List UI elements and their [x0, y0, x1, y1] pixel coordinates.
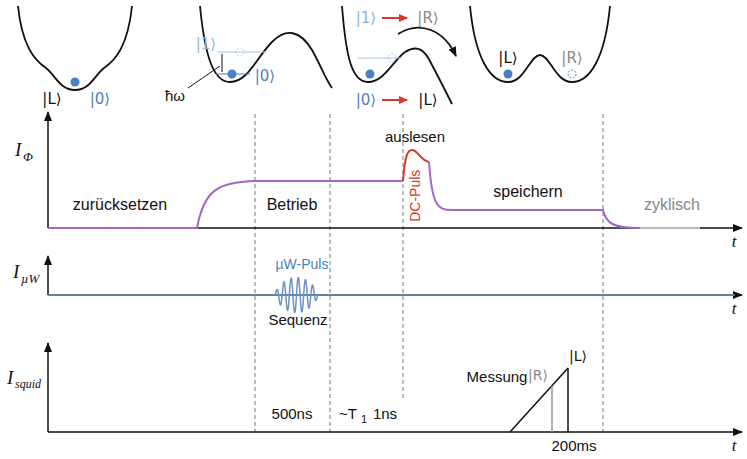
label: 1ns: [372, 406, 398, 423]
switch-line: [567, 368, 569, 432]
state-dot: [388, 54, 396, 62]
label: 1: [360, 413, 368, 425]
label: DC-Puls: [408, 169, 423, 223]
y-axis: [47, 343, 49, 432]
state-dot: [504, 70, 513, 79]
label: |L⟩: [417, 92, 438, 109]
label: µW: [20, 272, 40, 286]
label: |R⟩: [416, 10, 439, 27]
potential-well: [18, 6, 132, 90]
phase-separator: [255, 114, 256, 432]
label: zyklisch: [643, 196, 701, 214]
potential-well: [200, 6, 332, 88]
label: Messung: [466, 369, 529, 386]
label: I: [14, 140, 22, 161]
phase-separator: [403, 114, 404, 400]
microwave-baseline: [48, 294, 735, 295]
label: |0⟩: [89, 91, 111, 108]
label: 500ns: [271, 406, 314, 423]
y-axis: [47, 256, 49, 295]
potential-well: [342, 6, 452, 104]
axes: [48, 112, 742, 432]
potential-curves: [18, 6, 610, 104]
phase-separators: [255, 114, 603, 432]
state-dot: [71, 78, 80, 87]
cyclic-continuation: [640, 227, 700, 229]
state-dot: [228, 70, 237, 79]
leader-line: [188, 66, 220, 88]
label: Betrieb: [266, 196, 319, 214]
label: |L⟩: [568, 349, 588, 364]
phase-separator: [330, 114, 331, 432]
label: |L⟩: [497, 50, 518, 67]
label: speichern: [492, 183, 563, 201]
phase-separator: [603, 114, 604, 432]
label: |R⟩: [560, 50, 583, 67]
state-dot: [568, 70, 576, 78]
label: ~T: [338, 406, 358, 423]
microwave-pulse: [275, 277, 318, 312]
label: t: [731, 233, 738, 252]
time-axis: [48, 431, 742, 433]
label: zurücksetzen: [72, 196, 168, 214]
label: |R⟩: [527, 368, 549, 383]
spacing-bracket: [222, 54, 223, 72]
label: |L⟩: [41, 91, 62, 108]
label: t: [731, 300, 738, 319]
label: auslesen: [384, 129, 446, 146]
label: Φ: [22, 150, 34, 164]
label: I: [6, 368, 14, 389]
double-well: [470, 6, 610, 82]
label: µW-Puls: [275, 257, 330, 272]
energy-level: [218, 51, 266, 52]
label: |0⟩: [254, 68, 276, 85]
label: |1⟩: [195, 36, 217, 53]
flux-waveform: [429, 162, 640, 228]
label: t: [731, 437, 738, 456]
state-dot: [366, 70, 375, 79]
tunnel-arrow: [398, 28, 456, 56]
state-dot: [236, 48, 244, 56]
time-axis: [48, 294, 742, 296]
switch-line: [551, 386, 553, 432]
label: |0⟩: [355, 92, 377, 109]
label: ħω: [164, 88, 186, 105]
label: |1⟩: [355, 10, 377, 27]
flux-waveform: [48, 181, 403, 228]
label: 200ms: [550, 438, 597, 455]
label: I: [12, 262, 20, 283]
energy-level: [358, 57, 402, 58]
transition-arrow: [382, 17, 407, 19]
label: Sequenz: [267, 312, 328, 329]
y-axis: [47, 112, 49, 228]
label: squid: [14, 378, 42, 391]
transition-arrow: [382, 99, 407, 101]
